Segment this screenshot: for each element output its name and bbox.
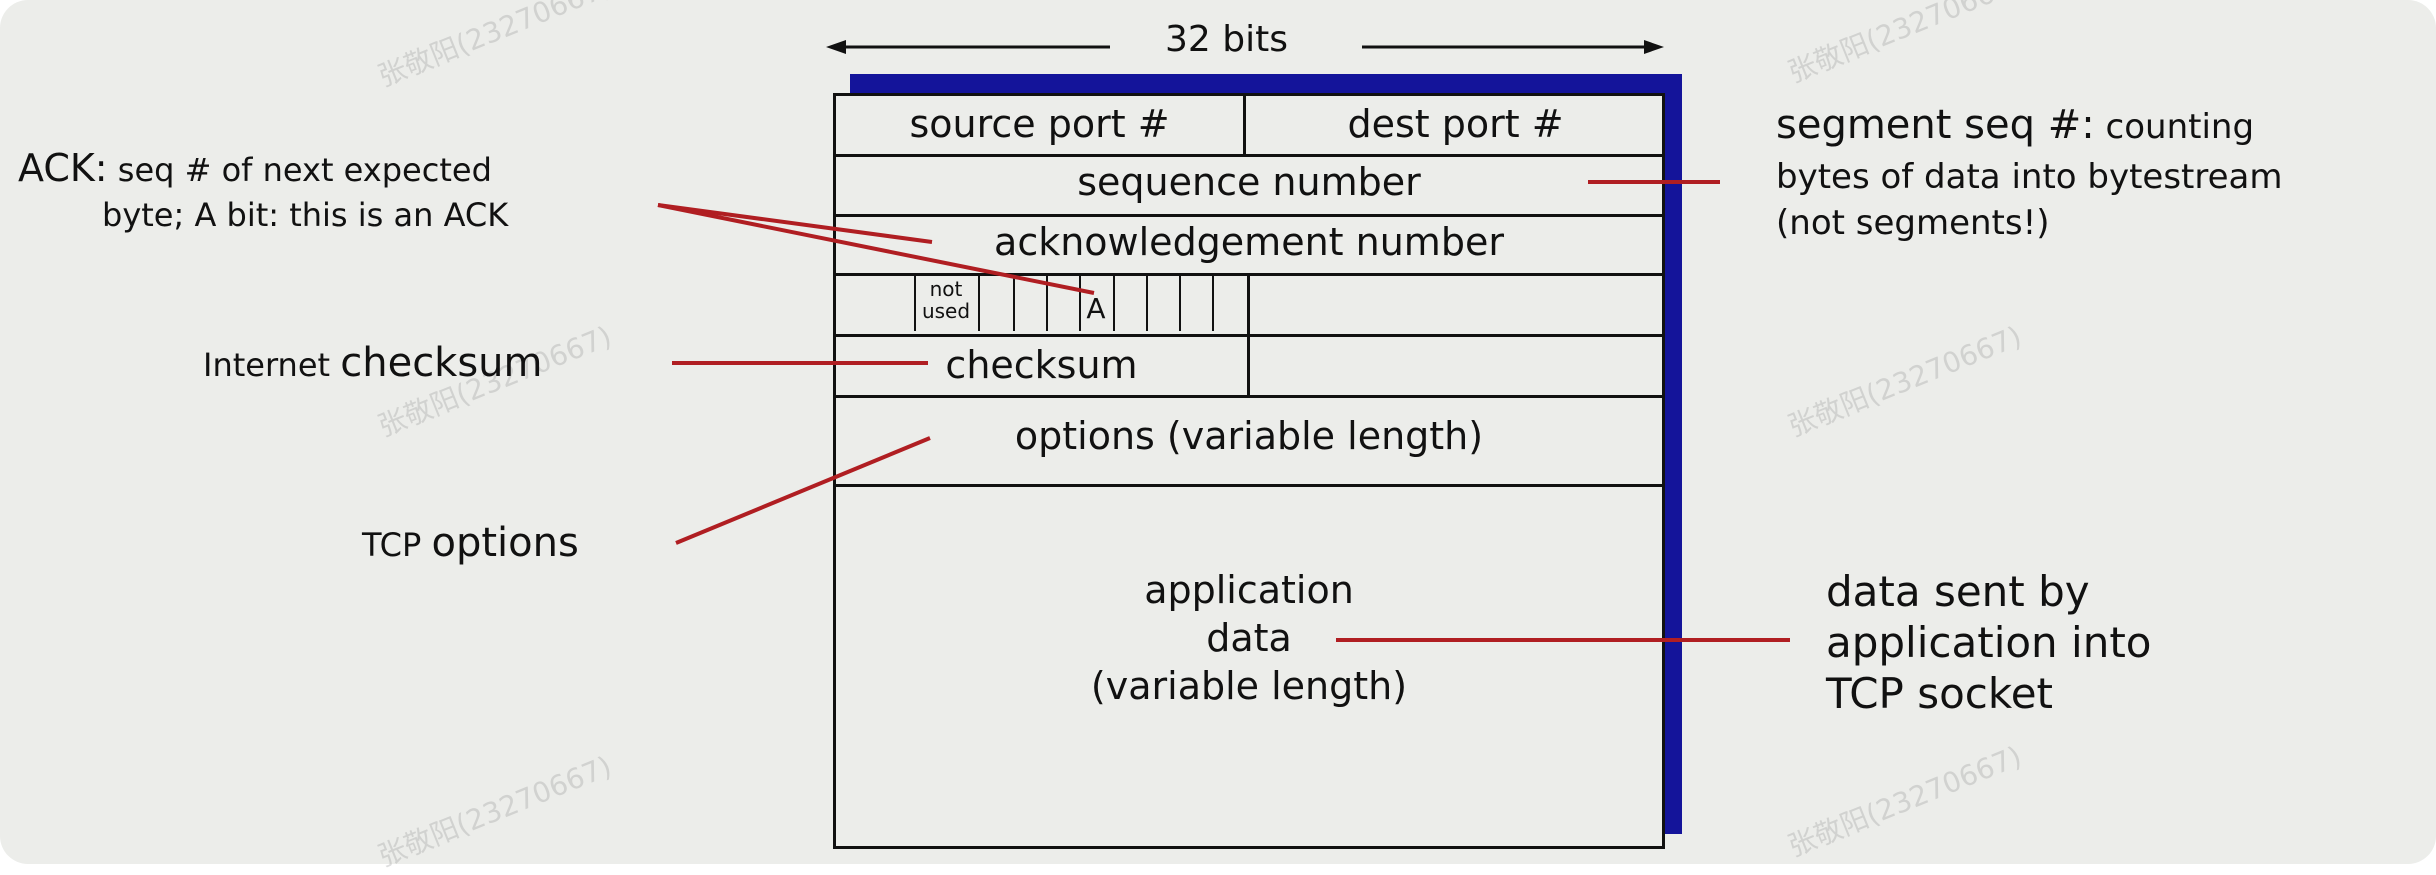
options-annotation-title: options [431, 520, 579, 566]
options-field: options (variable length) [1014, 414, 1484, 458]
arrow-head-left [826, 40, 846, 54]
flag-bit [1079, 275, 1081, 331]
flag-bit [1179, 275, 1181, 331]
options-leader [675, 436, 931, 545]
checksum-annotation: Internet checksum [203, 340, 543, 386]
data-annotation-line1: data sent by [1826, 567, 2090, 616]
seq-annotation-rest: counting [2094, 107, 2255, 147]
arrow-head-right [1644, 40, 1664, 54]
seq-annotation-line2: bytes of data into bytestream [1776, 157, 2283, 197]
checksum-field: checksum [945, 343, 1138, 387]
not-used-cell [914, 275, 980, 331]
ack-annotation-rest: seq # of next expected [107, 151, 492, 189]
ack-leader-to-a-bit [657, 203, 1095, 295]
flag-bit [1146, 275, 1148, 331]
dest-port-field: dest port # [1347, 102, 1564, 146]
ack-flag-bit: A [1086, 292, 1106, 325]
data-annotation-line2: application into [1826, 618, 2152, 667]
width-label: 32 bits [1165, 19, 1288, 60]
segment-shadow-top [850, 74, 1682, 96]
app-data-line1: application [1144, 568, 1354, 612]
ack-leader-to-ack-number [657, 203, 933, 244]
sequence-number-field: sequence number [1077, 160, 1421, 204]
seq-annotation: segment seq #: counting [1776, 102, 2254, 148]
segment-shadow-right [1665, 74, 1682, 834]
flag-bit [1046, 275, 1048, 331]
checksum-annotation-title: checksum [340, 340, 543, 386]
data-annotation-line3: TCP socket [1826, 669, 2054, 718]
options-annotation: TCP options [362, 520, 579, 566]
tcp-segment-diagram: source port # dest port # sequence numbe… [833, 93, 1665, 849]
seq-annotation-title: segment seq #: [1776, 102, 2095, 148]
ack-annotation: ACK: seq # of next expected [18, 146, 492, 190]
flag-bit [1113, 275, 1115, 331]
row-divider [836, 214, 1662, 217]
checksum-annotation-prefix: Internet [203, 346, 341, 384]
application-data-field: application data (variable length) [836, 566, 1662, 710]
ack-number-field: acknowledgement number [994, 220, 1504, 264]
seq-annotation-line3: (not segments!) [1776, 203, 2050, 243]
not-used-line1: not [929, 277, 963, 301]
row-divider [836, 484, 1662, 487]
app-data-line2: data [1206, 616, 1292, 660]
source-port-field: source port # [909, 102, 1170, 146]
flag-bit [1212, 275, 1214, 331]
data-annotation: data sent by application into TCP socket [1826, 566, 2151, 719]
options-annotation-prefix: TCP [362, 526, 432, 564]
not-used-label: not used [914, 278, 978, 322]
ack-annotation-title: ACK: [18, 146, 108, 190]
port-divider [1243, 96, 1246, 154]
not-used-line2: used [921, 299, 971, 323]
app-data-line3: (variable length) [1090, 664, 1408, 708]
row-divider [836, 395, 1662, 398]
flag-bit [1013, 275, 1015, 331]
ack-annotation-line2: byte; A bit: this is an ACK [102, 196, 509, 234]
row-divider [836, 154, 1662, 157]
half-divider [1247, 273, 1250, 395]
flag-bit [978, 275, 980, 331]
